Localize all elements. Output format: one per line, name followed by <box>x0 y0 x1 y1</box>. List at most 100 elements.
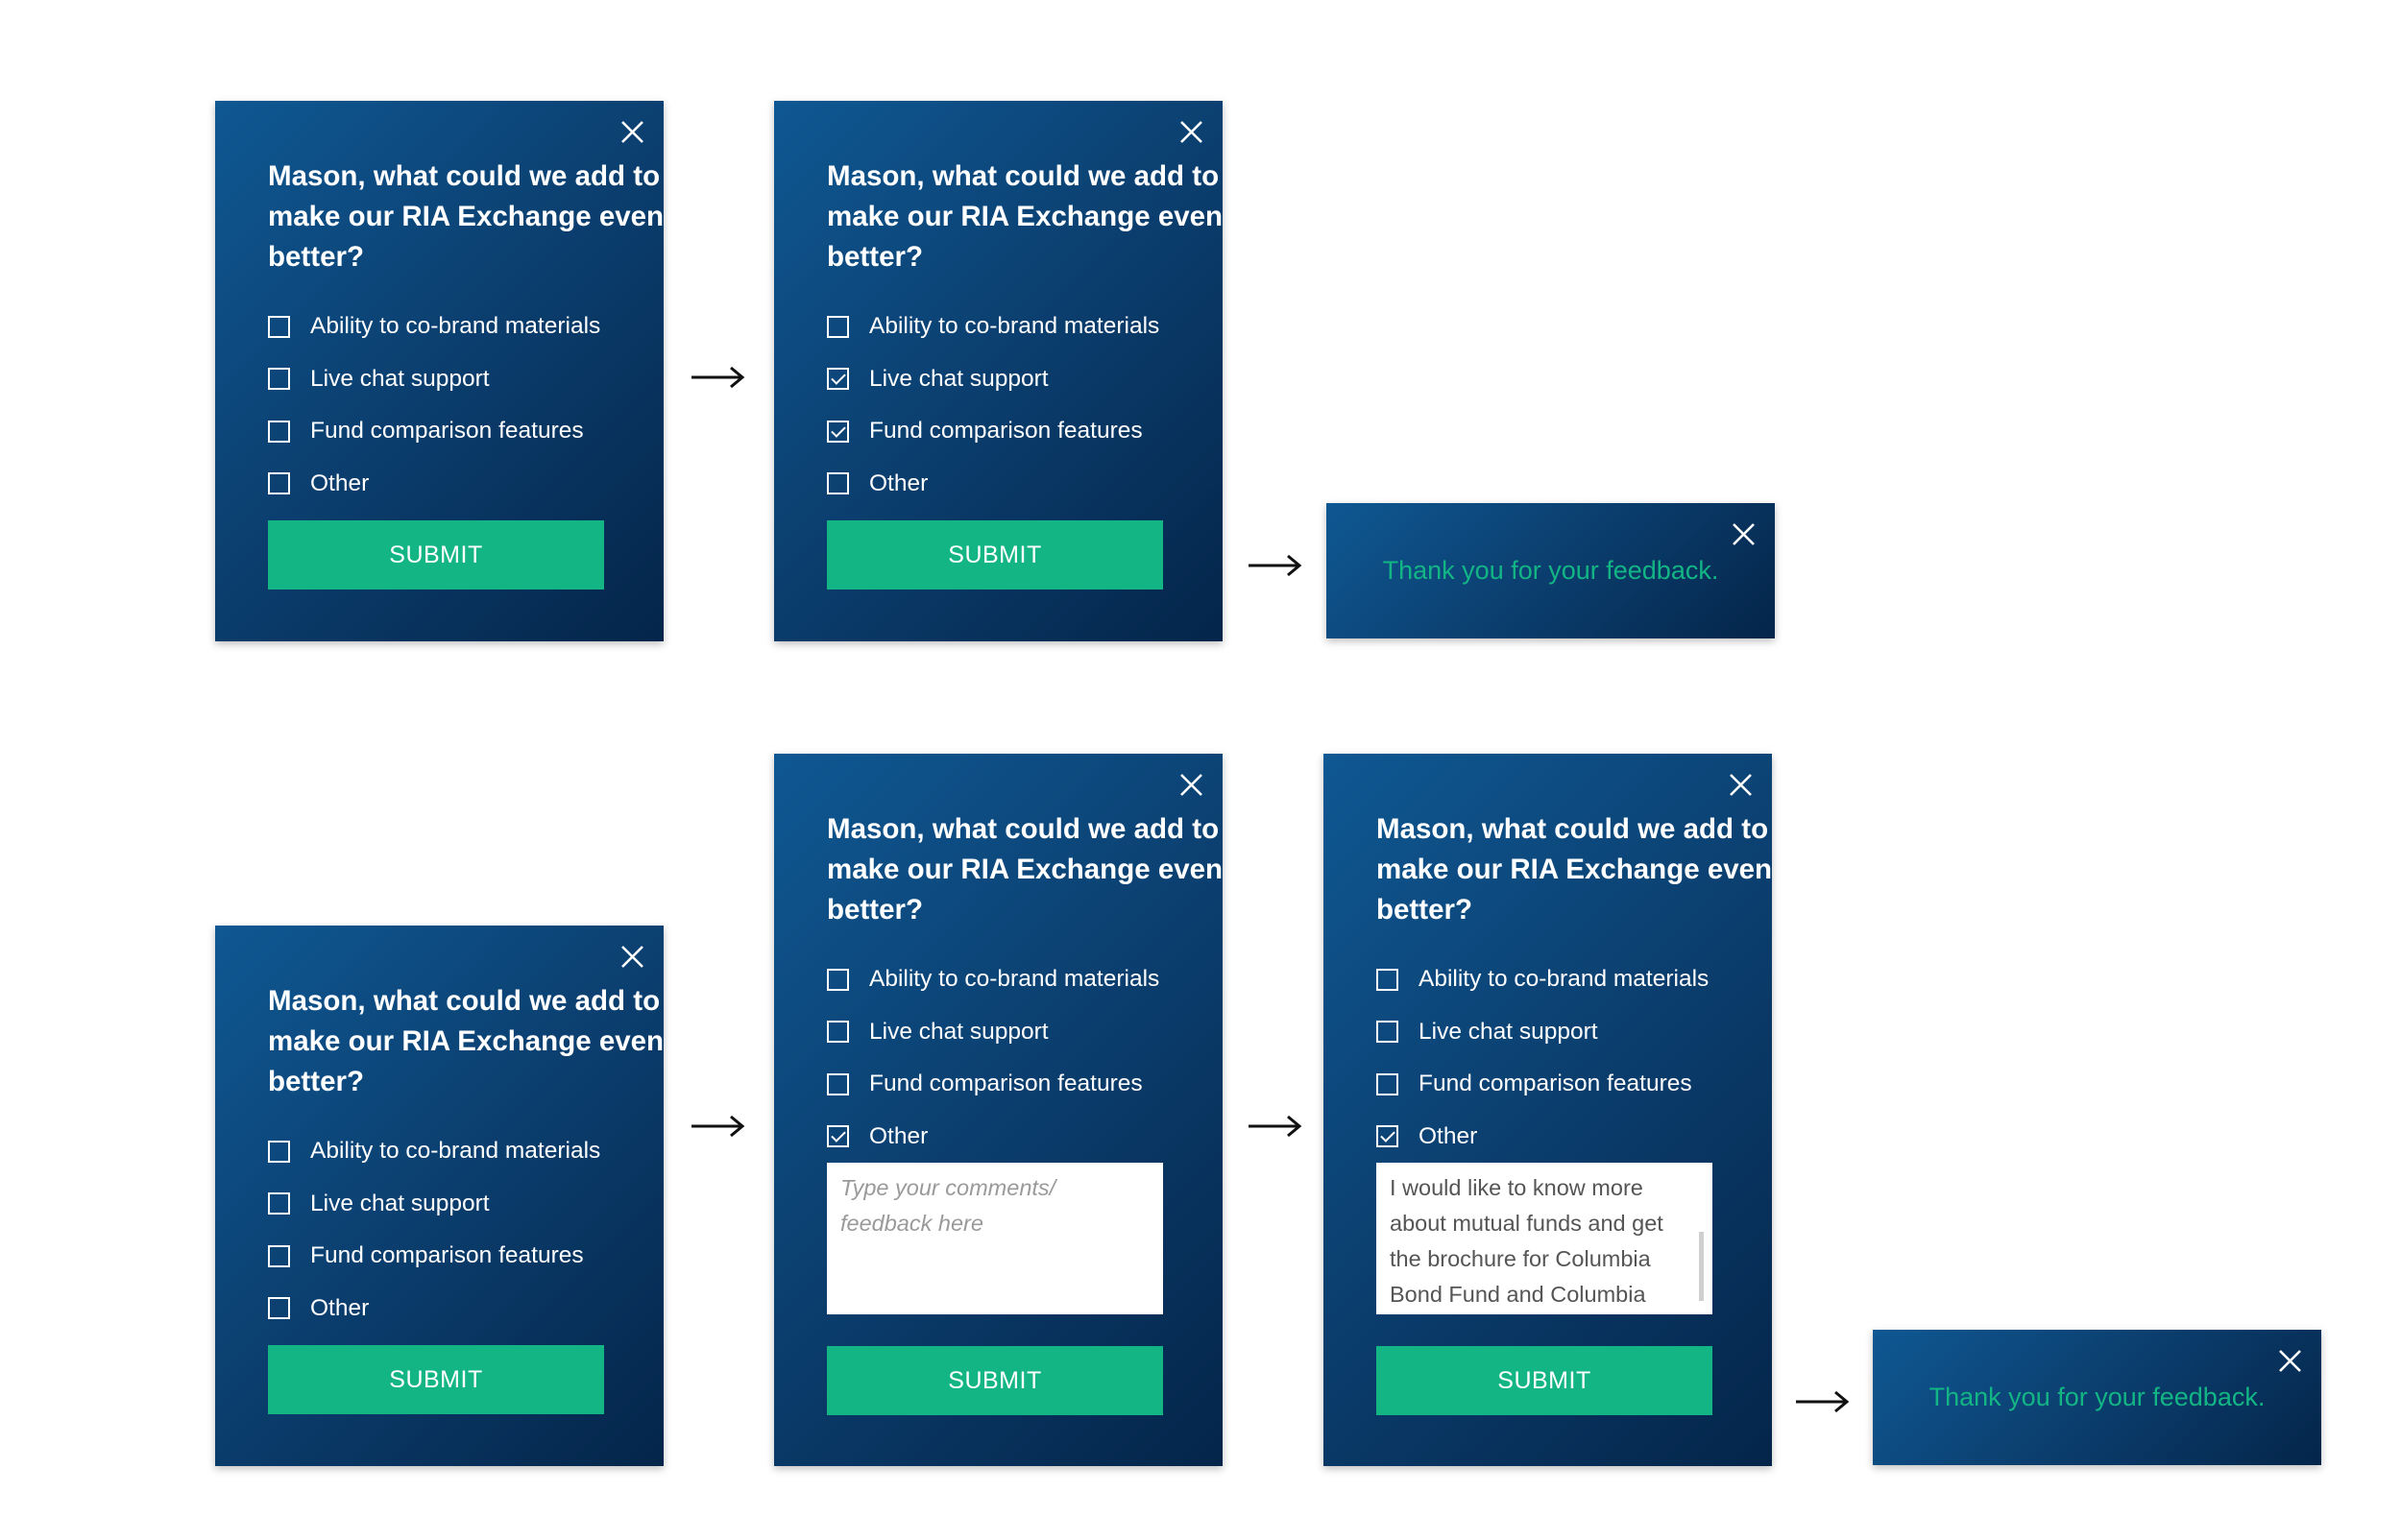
option-label: Live chat support <box>1419 1018 1598 1045</box>
option-label: Live chat support <box>310 365 490 392</box>
arrow-right-icon <box>690 365 745 390</box>
option-fund-comparison[interactable]: Fund comparison features <box>268 1230 600 1283</box>
close-icon[interactable] <box>1728 772 1754 798</box>
option-live-chat[interactable]: Live chat support <box>827 353 1159 406</box>
checkbox[interactable] <box>1376 1072 1398 1095</box>
close-icon[interactable] <box>619 119 645 145</box>
option-label: Ability to co-brand materials <box>310 313 601 340</box>
option-label: Live chat support <box>310 1190 490 1216</box>
option-label: Other <box>869 1122 929 1149</box>
close-icon[interactable] <box>1731 521 1757 547</box>
option-label: Other <box>1419 1122 1478 1149</box>
arrow-right-icon <box>690 1114 745 1139</box>
option-label: Other <box>310 469 370 496</box>
submit-button[interactable]: SUBMIT <box>827 1346 1163 1415</box>
checkbox[interactable] <box>268 368 290 391</box>
option-fund-comparison[interactable]: Fund comparison features <box>827 1058 1159 1111</box>
options-list: Ability to co-brand materials Live chat … <box>1376 953 1709 1163</box>
comment-text: I would like to know more about mutual f… <box>1390 1175 1663 1307</box>
comment-textarea[interactable]: I would like to know more about mutual f… <box>1376 1163 1712 1314</box>
checkbox[interactable] <box>268 1192 290 1215</box>
option-label: Fund comparison features <box>310 1242 584 1269</box>
option-label: Fund comparison features <box>869 418 1143 445</box>
checkbox[interactable] <box>827 472 849 495</box>
comment-placeholder: Type your comments/ feedback here <box>840 1175 1056 1236</box>
option-other[interactable]: Other <box>268 458 600 511</box>
survey-question: Mason, what could we add to make our RIA… <box>827 160 1224 273</box>
option-label: Fund comparison features <box>1419 1071 1692 1097</box>
checkbox[interactable] <box>827 1072 849 1095</box>
option-live-chat[interactable]: Live chat support <box>268 353 600 406</box>
checkbox[interactable] <box>268 315 290 338</box>
checkbox-checked[interactable] <box>1376 1125 1398 1148</box>
survey-question: Mason, what could we add to make our RIA… <box>268 160 665 273</box>
checkbox[interactable] <box>268 1140 290 1163</box>
options-list: Ability to co-brand materials Live chat … <box>268 1125 600 1335</box>
option-live-chat[interactable]: Live chat support <box>827 1006 1159 1059</box>
checkbox[interactable] <box>827 968 849 991</box>
option-label: Ability to co-brand materials <box>869 313 1160 340</box>
option-label: Fund comparison features <box>869 1071 1143 1097</box>
checkbox[interactable] <box>827 1021 849 1044</box>
arrow-right-icon <box>1247 1114 1302 1139</box>
submit-button[interactable]: SUBMIT <box>827 520 1163 590</box>
submit-button[interactable]: SUBMIT <box>268 1345 604 1414</box>
checkbox[interactable] <box>268 1297 290 1320</box>
survey-question: Mason, what could we add to make our RIA… <box>827 813 1224 926</box>
checkbox-checked[interactable] <box>827 368 849 391</box>
checkbox[interactable] <box>268 1244 290 1267</box>
scrollbar[interactable] <box>1699 1232 1704 1301</box>
survey-card-other-empty-comment: Mason, what could we add to make our RIA… <box>774 754 1223 1466</box>
option-cobrand[interactable]: Ability to co-brand materials <box>268 301 600 353</box>
checkbox[interactable] <box>268 472 290 495</box>
checkbox[interactable] <box>1376 1021 1398 1044</box>
close-icon[interactable] <box>1178 772 1204 798</box>
checkbox-checked[interactable] <box>827 420 849 443</box>
submit-button[interactable]: SUBMIT <box>268 520 604 590</box>
checkbox[interactable] <box>1376 968 1398 991</box>
survey-question: Mason, what could we add to make our RIA… <box>268 985 665 1097</box>
option-other[interactable]: Other <box>268 1283 600 1335</box>
arrow-right-icon <box>1794 1389 1850 1414</box>
submit-button[interactable]: SUBMIT <box>1376 1346 1712 1415</box>
options-list: Ability to co-brand materials Live chat … <box>268 301 600 510</box>
option-label: Live chat support <box>869 1018 1049 1045</box>
option-label: Other <box>869 469 929 496</box>
close-icon[interactable] <box>1178 119 1204 145</box>
option-fund-comparison[interactable]: Fund comparison features <box>827 405 1159 458</box>
option-other[interactable]: Other <box>827 458 1159 511</box>
option-label: Ability to co-brand materials <box>869 966 1160 993</box>
option-label: Live chat support <box>869 365 1049 392</box>
options-list: Ability to co-brand materials Live chat … <box>827 301 1159 510</box>
option-label: Fund comparison features <box>310 418 584 445</box>
option-label: Other <box>310 1294 370 1321</box>
checkbox-checked[interactable] <box>827 1125 849 1148</box>
option-cobrand[interactable]: Ability to co-brand materials <box>827 301 1159 353</box>
survey-card-empty: Mason, what could we add to make our RIA… <box>215 101 664 641</box>
thank-you-message: Thank you for your feedback. <box>1382 556 1719 585</box>
option-fund-comparison[interactable]: Fund comparison features <box>1376 1058 1709 1111</box>
option-cobrand[interactable]: Ability to co-brand materials <box>1376 953 1709 1006</box>
survey-card-two-selected: Mason, what could we add to make our RIA… <box>774 101 1223 641</box>
checkbox[interactable] <box>268 420 290 443</box>
comment-textarea[interactable]: Type your comments/ feedback here <box>827 1163 1163 1314</box>
close-icon[interactable] <box>2277 1348 2303 1374</box>
option-fund-comparison[interactable]: Fund comparison features <box>268 405 600 458</box>
option-other[interactable]: Other <box>1376 1111 1709 1164</box>
thank-you-card: Thank you for your feedback. <box>1873 1330 2321 1465</box>
option-live-chat[interactable]: Live chat support <box>268 1178 600 1231</box>
survey-card-empty: Mason, what could we add to make our RIA… <box>215 926 664 1466</box>
thank-you-card: Thank you for your feedback. <box>1326 503 1775 638</box>
option-other[interactable]: Other <box>827 1111 1159 1164</box>
option-label: Ability to co-brand materials <box>1419 966 1710 993</box>
option-cobrand[interactable]: Ability to co-brand materials <box>268 1125 600 1178</box>
option-live-chat[interactable]: Live chat support <box>1376 1006 1709 1059</box>
survey-question: Mason, what could we add to make our RIA… <box>1376 813 1773 926</box>
checkbox[interactable] <box>827 315 849 338</box>
option-label: Ability to co-brand materials <box>310 1138 601 1165</box>
arrow-right-icon <box>1247 553 1302 578</box>
option-cobrand[interactable]: Ability to co-brand materials <box>827 953 1159 1006</box>
survey-card-other-filled-comment: Mason, what could we add to make our RIA… <box>1323 754 1772 1466</box>
thank-you-message: Thank you for your feedback. <box>1928 1383 2266 1411</box>
close-icon[interactable] <box>619 944 645 970</box>
